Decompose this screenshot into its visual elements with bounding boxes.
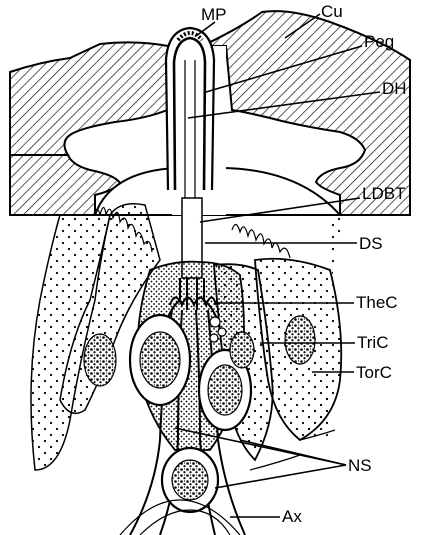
nucleus-soma-3: [172, 460, 208, 500]
label-torc: TorC: [356, 363, 392, 382]
nucleus-left: [84, 334, 116, 386]
label-ns: NS: [348, 456, 372, 475]
nucleus-soma-2: [208, 365, 242, 415]
label-dh: DH: [382, 79, 407, 98]
nucleus-tric: [230, 332, 254, 368]
label-ds: DS: [359, 234, 383, 253]
nucleus-torc: [285, 316, 315, 364]
label-peg: Peg: [364, 32, 394, 51]
label-thec: TheC: [356, 293, 398, 312]
vesicle: [218, 328, 226, 336]
scallop-right: [232, 224, 290, 258]
nucleus-soma-1: [140, 332, 180, 388]
vesicle: [210, 334, 218, 342]
label-cu: Cu: [321, 2, 343, 21]
label-ax: Ax: [282, 507, 302, 526]
label-tric: TriC: [357, 333, 388, 352]
leader-ns-3: [215, 465, 346, 488]
label-ldbt: LDBT: [362, 184, 405, 203]
vesicle: [210, 317, 220, 327]
label-mp: MP: [201, 5, 227, 24]
